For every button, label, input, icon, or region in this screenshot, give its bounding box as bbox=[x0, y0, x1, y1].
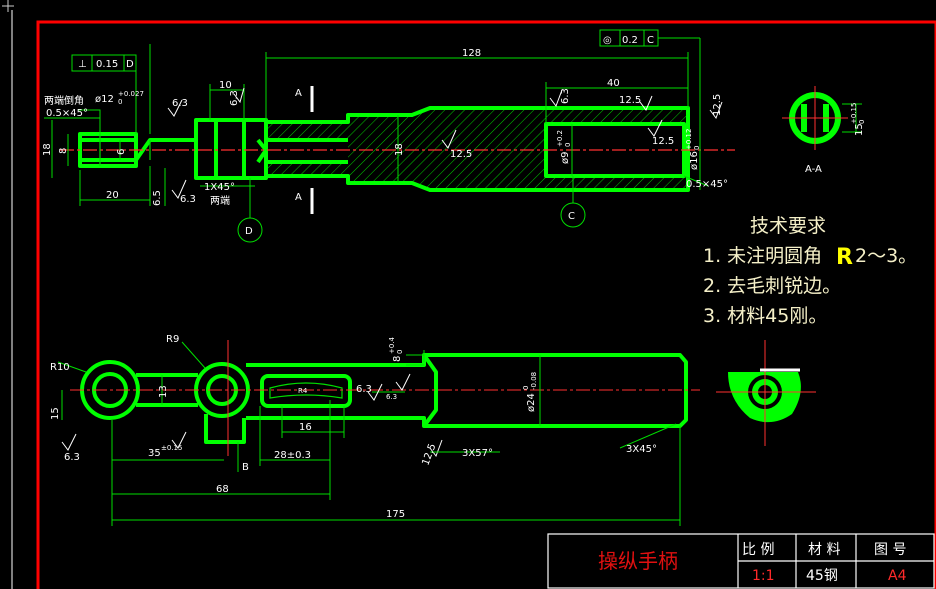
section-dim-15-tol: +0.15 bbox=[850, 103, 858, 124]
concentricity-value: 0.2 bbox=[622, 35, 638, 46]
perpendicularity-datum: D bbox=[126, 59, 134, 70]
top-view: A A D C ⊥ 0.15 D ◎ 0.2 C bbox=[42, 29, 735, 458]
section-label: A-A bbox=[805, 164, 822, 175]
chamfer-mid: 1X45° bbox=[204, 182, 235, 193]
end-view bbox=[716, 340, 816, 446]
dim-20: 20 bbox=[106, 190, 119, 201]
technical-requirements: 技术要求 1. 未注明圆角 R 2～3。 2. 去毛刺锐边。 3. 材料45刚。 bbox=[703, 215, 917, 327]
bottom-8-tol: +0.4 bbox=[388, 336, 396, 354]
dim-dia12-tol: +0.027 bbox=[118, 90, 144, 98]
roughness-symbols-bottom bbox=[61, 373, 411, 451]
datum-c: C bbox=[568, 211, 575, 222]
perpendicularity-symbol: ⊥ bbox=[78, 59, 87, 70]
header-drawing-no: 图 号 bbox=[874, 542, 906, 558]
dim-6-5: 6.5 bbox=[152, 190, 163, 206]
bottom-35: 35 bbox=[148, 448, 161, 459]
bottom-dia24-tol-low: -0.08 bbox=[530, 372, 538, 390]
header-scale: 比 例 bbox=[742, 542, 774, 558]
dim-18-mid: 18 bbox=[394, 143, 405, 156]
dim-dia9-tol: +0.2 bbox=[556, 130, 564, 147]
dim-overall-128: 128 bbox=[462, 48, 481, 59]
value-scale: 1:1 bbox=[752, 568, 775, 584]
dim-40: 40 bbox=[607, 78, 620, 89]
roughness-3: 6.3 bbox=[229, 90, 240, 106]
section-a-a: 15 +0.15 0 A-A bbox=[782, 86, 866, 175]
dim-18-left: 18 bbox=[42, 143, 53, 156]
drawing-frame bbox=[11, 10, 936, 589]
bottom-13: 13 bbox=[158, 385, 169, 398]
bottom-dia24: ø24 bbox=[526, 393, 537, 412]
bottom-r4: R4 bbox=[298, 387, 308, 395]
dim-dia9-tol-low: 0 bbox=[564, 143, 572, 147]
dim-6: 6 bbox=[116, 149, 127, 155]
bottom-28: 28±0.3 bbox=[274, 450, 311, 461]
requirement-2: 2. 去毛刺锐边。 bbox=[703, 275, 841, 297]
perpendicularity-value: 0.15 bbox=[96, 59, 118, 70]
concentricity-datum: C bbox=[647, 35, 654, 46]
requirement-1-tail: 2～3。 bbox=[855, 245, 917, 267]
bottom-chamfer-3x57: 3X57° bbox=[462, 448, 493, 459]
concentricity-frame: ◎ 0.2 C bbox=[599, 29, 701, 108]
bottom-chamfer-3x45: 3X45° bbox=[626, 444, 657, 455]
dim-dia16-tol-low: 0 bbox=[693, 146, 701, 150]
datum-markers bbox=[237, 176, 586, 243]
roughness-7: 12.5 bbox=[619, 95, 641, 106]
roughness-6: 12.5 bbox=[652, 136, 674, 147]
top-dimension-lines bbox=[44, 44, 709, 206]
bottom-roughness-2: 6.3 bbox=[356, 384, 372, 395]
title-block: 操纵手柄 比 例 材 料 图 号 1:1 45钢 A4 bbox=[547, 533, 935, 589]
section-marker-bottom: A bbox=[295, 192, 302, 203]
roughness-1: 6.3 bbox=[172, 98, 188, 109]
dim-8: 8 bbox=[58, 148, 69, 154]
datum-d: D bbox=[245, 226, 253, 237]
both-ends-note: 两端 bbox=[210, 194, 230, 207]
bottom-roughness-1: 6.3 bbox=[64, 452, 80, 463]
chamfer-right: 0.5×45° bbox=[686, 179, 728, 190]
requirements-title: 技术要求 bbox=[750, 215, 826, 237]
bottom-r9: R9 bbox=[166, 334, 179, 345]
requirement-3: 3. 材料45刚。 bbox=[703, 305, 827, 327]
part-name: 操纵手柄 bbox=[598, 549, 678, 573]
bottom-35-tol: ±0.15 bbox=[161, 444, 182, 452]
section-marker-top: A bbox=[295, 88, 302, 99]
dim-dia16-tol: +0.12 bbox=[685, 129, 693, 150]
roughness-symbols-top bbox=[167, 87, 723, 458]
requirement-1-radius: R bbox=[836, 245, 853, 270]
bottom-datum-b: B bbox=[242, 462, 249, 473]
bottom-roughness-4: 12.5 bbox=[420, 442, 438, 467]
concentricity-symbol: ◎ bbox=[603, 35, 612, 46]
bottom-15: 15 bbox=[50, 407, 61, 420]
dim-dia9: ø9 bbox=[560, 152, 571, 164]
header-material: 材 料 bbox=[808, 542, 840, 558]
bottom-dimension-lines bbox=[57, 341, 681, 526]
bottom-16: 16 bbox=[299, 422, 312, 433]
chamfer-note-left: 两端倒角 bbox=[44, 94, 84, 107]
bottom-dia24-tol: 0 bbox=[522, 386, 530, 390]
dim-dia16: ø16 bbox=[689, 151, 700, 170]
bottom-8-tol-low: 0 bbox=[396, 350, 404, 354]
dim-dia12-tol-low: 0 bbox=[118, 98, 122, 106]
roughness-4: 12.5 bbox=[450, 149, 472, 160]
chamfer-left: 0.5×45° bbox=[46, 108, 88, 119]
bottom-roughness-3: 6.3 bbox=[386, 393, 397, 401]
roughness-2: 6.3 bbox=[180, 194, 196, 205]
value-material: 45钢 bbox=[806, 568, 838, 584]
perpendicularity-frame: ⊥ 0.15 D bbox=[71, 54, 137, 72]
ucs-marker bbox=[2, 0, 14, 12]
dim-dia12: ø12 bbox=[95, 94, 114, 105]
dim-10: 10 bbox=[219, 80, 232, 91]
value-drawing-no: A4 bbox=[888, 568, 907, 584]
handle-outline bbox=[80, 353, 688, 444]
roughness-8: 12.5 bbox=[712, 94, 723, 116]
bottom-68: 68 bbox=[216, 484, 229, 495]
requirement-1: 1. 未注明圆角 bbox=[703, 245, 822, 267]
bottom-r10: R10 bbox=[50, 362, 70, 373]
section-dim-15-tol-low: 0 bbox=[858, 120, 866, 124]
bottom-175: 175 bbox=[386, 509, 405, 520]
section-dim-15: 15 bbox=[854, 123, 865, 136]
bottom-view: R10 R9 R4 13 15 35 ±0.15 16 28±0.3 68 17… bbox=[50, 334, 816, 526]
bottom-8: 8 bbox=[392, 356, 403, 362]
roughness-5: 6.3 bbox=[560, 88, 571, 104]
